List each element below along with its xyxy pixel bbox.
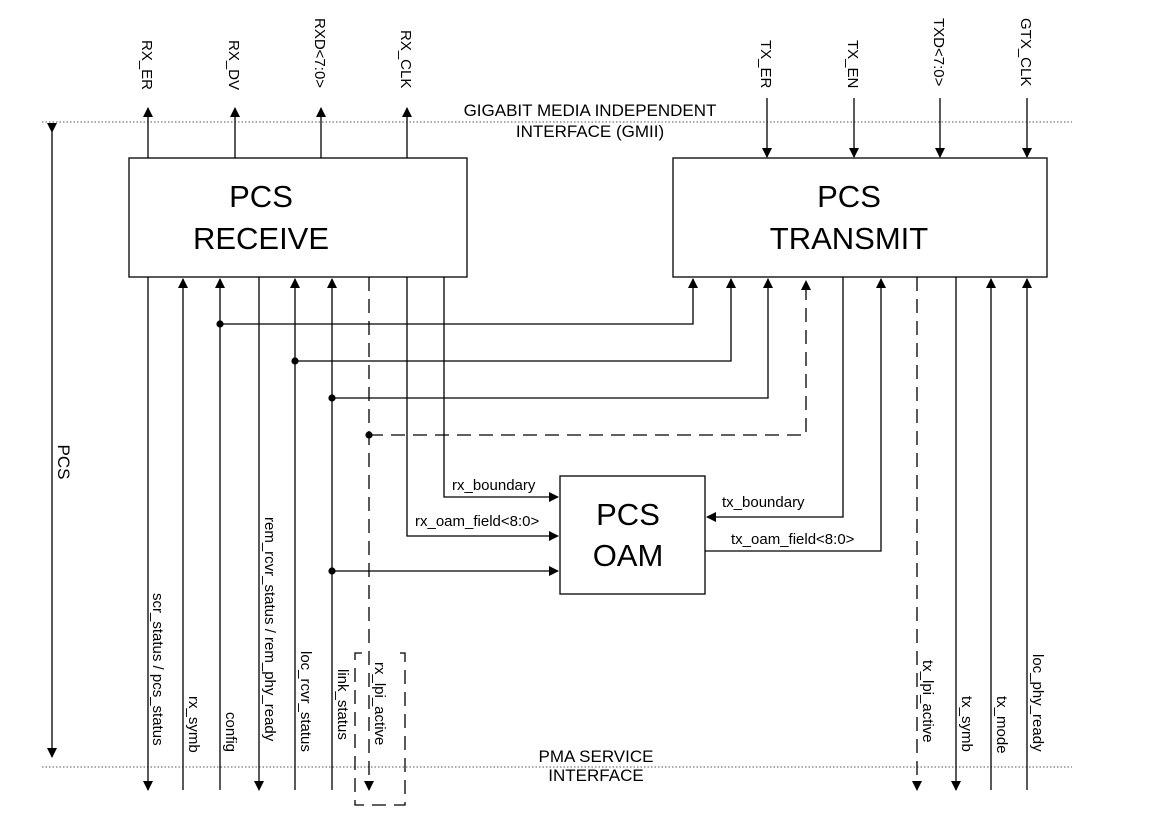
tx-symb-label: tx_symb — [958, 696, 975, 752]
pcs-oam-title-line2: OAM — [593, 538, 664, 573]
rx-lpi-to-transmit — [369, 280, 811, 436]
link-status-oam-junction — [328, 567, 336, 575]
rx-lpi-junction — [365, 431, 373, 439]
pcs-side-label: PCS — [54, 445, 73, 480]
loc-phy-ready-label: loc_phy_ready — [1029, 654, 1046, 752]
rx-boundary-label: rx_boundary — [452, 477, 536, 494]
rx-lpi-bracket — [354, 652, 406, 806]
tx-lpi-active-label: tx_lpi_active — [919, 660, 936, 743]
config-junction — [216, 320, 224, 328]
pcs-receive-title-line1: PCS — [229, 179, 293, 214]
rx-lpi-active-label: rx_lpi_active — [371, 662, 388, 745]
rx-boundary-path — [443, 277, 559, 502]
gmii-label-line1: GIGABIT MEDIA INDEPENDENT — [464, 101, 717, 120]
rx-oam-field-label: rx_oam_field<8:0> — [415, 513, 539, 530]
tx-oam-field-label: tx_oam_field<8:0> — [731, 531, 855, 548]
tx-mode-label: tx_mode — [993, 696, 1010, 754]
config-to-transmit — [220, 278, 698, 325]
tx-boundary-path — [706, 277, 844, 522]
pma-label-line2: INTERFACE — [548, 766, 643, 785]
loc-rcvr-to-transmit — [295, 278, 736, 362]
pcs-oam-block — [559, 475, 706, 595]
txd-label: TXD<7:0> — [930, 18, 947, 87]
link-status-junction — [328, 394, 336, 402]
loc-rcvr-label: loc_rcvr_status — [297, 651, 314, 752]
pcs-transmit-block — [672, 157, 1048, 278]
tx-boundary-label: tx_boundary — [722, 494, 805, 511]
loc-rcvr-junction — [291, 357, 299, 365]
link-status-label: link_status — [334, 669, 351, 740]
link-status-to-transmit — [332, 278, 773, 399]
rxd-label: RXD<7:0> — [311, 18, 328, 88]
pcs-transmit-title-line1: PCS — [817, 179, 881, 214]
tx-er-label: TX_ER — [757, 40, 774, 89]
pma-label-line1: PMA SERVICE — [539, 747, 654, 766]
tx-oam-field-path — [705, 278, 886, 552]
rx-oam-field-path — [406, 277, 559, 541]
rx-symb-label: rx_symb — [185, 696, 202, 753]
gmii-label-line2: INTERFACE (GMII) — [516, 122, 664, 141]
scr-status-label: scr_status / pcs_status — [149, 593, 166, 746]
pcs-transmit-title-line2: TRANSMIT — [770, 221, 929, 256]
pcs-receive-title-line2: RECEIVE — [193, 221, 329, 256]
rem-rcvr-label: rem_rcvr_status / rem_phy_ready — [261, 517, 278, 742]
gtx-clk-label: GTX_CLK — [1017, 18, 1034, 86]
pcs-receive-block — [128, 157, 468, 278]
tx-en-label: TX_EN — [844, 40, 861, 88]
pcs-oam-title-line1: PCS — [596, 497, 660, 532]
config-label: config — [222, 712, 239, 752]
rx-er-label: RX_ER — [138, 40, 155, 90]
rx-dv-label: RX_DV — [225, 40, 242, 90]
rx-clk-label: RX_CLK — [397, 30, 414, 88]
